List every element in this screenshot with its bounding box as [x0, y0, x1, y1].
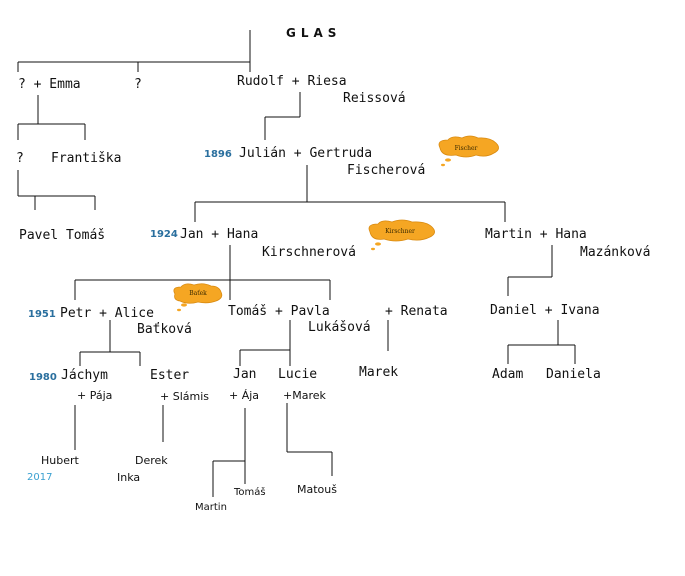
spouse-slamis: + Slámis	[160, 390, 209, 403]
person-pavel-tomas: Pavel Tomáš	[19, 228, 106, 243]
year-1924: 1924	[150, 229, 178, 240]
person-renata: + Renata	[385, 304, 448, 319]
person-mazankova: Mazánková	[580, 245, 651, 260]
person-fischerova: Fischerová	[347, 163, 426, 178]
cloud-fischer-label: Fischer	[455, 145, 478, 152]
person-hubert: Hubert	[41, 454, 79, 467]
cloud-kirschner-label: Kirschner	[385, 228, 415, 235]
person-frantiska: Františka	[51, 151, 122, 166]
person-jan-hana: Jan + Hana	[180, 227, 259, 242]
person-adam: Adam	[492, 367, 524, 382]
cloud-batek-label: Baťek	[189, 290, 207, 297]
person-reissova: Reissová	[343, 91, 406, 106]
person-unknown-emma: ? + Emma	[18, 77, 81, 92]
person-martin-hana: Martin + Hana	[485, 227, 587, 242]
person-matous: Matouš	[297, 483, 337, 496]
person-kirschnerova: Kirschnerová	[262, 245, 356, 260]
spouse-aja: + Ája	[229, 389, 260, 402]
person-derek: Derek	[135, 454, 168, 467]
person-julian-gertruda: Julián + Gertruda	[239, 146, 373, 161]
person-batkova: Baťková	[137, 322, 192, 337]
person-inka: Inka	[117, 471, 141, 484]
person-daniel-ivana: Daniel + Ivana	[490, 303, 600, 318]
person-unknown: ?	[134, 77, 142, 92]
person-unknown-2: ?	[16, 151, 24, 166]
person-petr-alice: Petr + Alice	[60, 306, 154, 321]
person-tomas: Tomáš	[234, 487, 266, 498]
person-daniela: Daniela	[546, 367, 601, 382]
person-ester: Ester	[150, 368, 190, 383]
person-lukasova: Lukášová	[308, 320, 371, 335]
cloud-kirschner: Kirschner	[368, 219, 435, 251]
person-jan: Jan	[233, 367, 257, 382]
person-rudolf-riesa: Rudolf + Riesa	[237, 74, 347, 89]
connector-lines	[17, 30, 576, 497]
cloud-fischer: Fischer	[438, 135, 499, 167]
spouse-marek: +Marek	[283, 389, 326, 402]
tree-title: GLAS	[286, 26, 342, 40]
year-1951: 1951	[28, 309, 56, 320]
year-2017: 2017	[27, 472, 53, 483]
year-1896: 1896	[204, 149, 232, 160]
cloud-batek: Baťek	[173, 283, 223, 312]
spouse-paja: + Pája	[77, 389, 113, 402]
person-tomas-pavla: Tomáš + Pavla	[228, 304, 330, 319]
person-jachym: Jáchym	[61, 368, 108, 383]
person-martin: Martin	[195, 502, 227, 513]
person-marek: Marek	[359, 365, 399, 380]
year-1980: 1980	[29, 372, 57, 383]
person-lucie: Lucie	[278, 367, 318, 382]
